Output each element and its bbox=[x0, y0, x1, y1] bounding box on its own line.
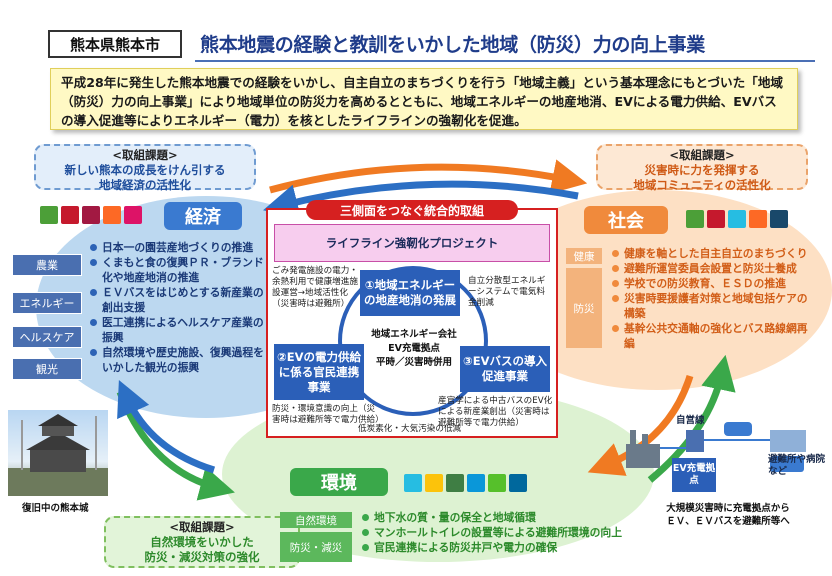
economy-category-energy: エネルギー bbox=[12, 292, 82, 314]
environment-category-nature: 自然環境 bbox=[280, 512, 352, 528]
list-item: 健康を軸とした自主自立のまちづくり bbox=[612, 246, 808, 261]
environment-issue-box: <取組課題> 自然環境をいかした 防災・減災対策の強化 bbox=[104, 516, 300, 568]
list-item: ＥＶバスをはじめとする新産業の創出支援 bbox=[90, 285, 266, 315]
economy-sdg-icons bbox=[40, 206, 142, 224]
sdg-icon bbox=[61, 206, 79, 224]
title-underline bbox=[195, 60, 815, 62]
center-core-text: 地域エネルギー会社 EV充電拠点 平時／災害時併用 bbox=[358, 328, 470, 374]
sdg-icon bbox=[404, 474, 422, 492]
city-tag: 熊本県熊本市 bbox=[48, 30, 182, 58]
core-line: EV充電拠点 bbox=[388, 343, 440, 354]
list-item: 災害時要援護者対策と地域包括ケアの構築 bbox=[612, 291, 808, 321]
society-sdg-icons bbox=[686, 210, 788, 228]
ev-station-label: EV充電拠点 bbox=[672, 458, 716, 492]
kumamoto-castle-photo bbox=[8, 410, 108, 496]
sdg-icon bbox=[509, 474, 527, 492]
arrow-economy-to-society bbox=[269, 159, 588, 194]
page-title: 熊本地震の経験と教訓をいかした地域（防災）力の向上事業 bbox=[200, 34, 705, 56]
integrated-initiative-banner: 三側面をつなぐ統合的取組 bbox=[306, 200, 518, 220]
ev-infrastructure-illustration bbox=[626, 422, 806, 472]
arrow-environment-to-society bbox=[647, 354, 736, 483]
list-item: 日本一の園芸産地づくりの推進 bbox=[90, 240, 266, 255]
sdg-icon bbox=[425, 474, 443, 492]
sdg-icon bbox=[446, 474, 464, 492]
ev-bus-icon bbox=[770, 456, 804, 472]
lifeline-project-title: ライフライン強靭化プロジェクト bbox=[274, 224, 550, 262]
issue-line: 災害時に力を発揮する bbox=[644, 163, 760, 177]
issue-line: 地域経済の活性化 bbox=[99, 178, 191, 192]
society-category-disaster: 防災 bbox=[566, 268, 602, 348]
arrow-environment-to-economy bbox=[117, 380, 216, 474]
issue-line: 防災・減災対策の強化 bbox=[144, 550, 260, 564]
sdg-icon bbox=[82, 206, 100, 224]
sdg-icon bbox=[770, 210, 788, 228]
list-item: くまもと食の復興ＰＲ・ブランド化や地産地消の推進 bbox=[90, 255, 266, 285]
economy-label: 経済 bbox=[164, 202, 242, 230]
sdg-icon bbox=[40, 206, 58, 224]
issue-line: 自然環境をいかした bbox=[150, 535, 254, 549]
society-list: 健康を軸とした自主自立のまちづくり 避難所運営委員会設置と防災士養成 学校での防… bbox=[612, 246, 808, 351]
note-low-carbon: 低炭素化・大気汚染の低減 bbox=[358, 424, 462, 434]
list-item: 避難所運営委員会設置と防災士養成 bbox=[612, 261, 808, 276]
economy-list: 日本一の園芸産地づくりの推進 くまもと食の復興ＰＲ・ブランド化や地産地消の推進 … bbox=[90, 240, 266, 375]
sdg-icon bbox=[103, 206, 121, 224]
photo-caption: 復旧中の熊本城 bbox=[22, 503, 89, 514]
environment-category-disaster-reduction: 防災・減災 bbox=[280, 532, 352, 562]
issue-heading: <取組課題> bbox=[669, 148, 735, 162]
sdg-icon bbox=[707, 210, 725, 228]
sdg-icon bbox=[749, 210, 767, 228]
society-label: 社会 bbox=[584, 206, 668, 234]
note-distributed-energy: 自立分散型エネルギーシステムで電気料金削減 bbox=[468, 276, 546, 308]
factory-icon bbox=[626, 444, 660, 468]
economy-category-tourism: 観光 bbox=[12, 358, 82, 380]
caption-line: 大規模災害時に充電拠点から bbox=[666, 503, 790, 514]
arrow-society-to-economy bbox=[263, 180, 579, 219]
sdg-icon bbox=[728, 210, 746, 228]
environment-label: 環境 bbox=[290, 468, 388, 496]
sdg-icon bbox=[467, 474, 485, 492]
note-waste-power: ごみ発電施設の電力・余熱利用で健康増進施設運営→地域活性化（災害時は避難所） bbox=[272, 266, 358, 309]
economy-issue-box: <取組課題> 新しい熊本の成長をけん引する 地域経済の活性化 bbox=[34, 144, 256, 192]
list-item: マンホールトイレの設置等による避難所環境の向上 bbox=[362, 525, 642, 540]
building-icon bbox=[770, 430, 806, 452]
infra-caption: 大規模災害時に充電拠点から ＥＶ、ＥＶバスを避難所等へ bbox=[632, 502, 824, 528]
self-power-line-label: 自営線 bbox=[676, 415, 705, 426]
list-item: 官民連携による防災井戸や電力の確保 bbox=[362, 540, 642, 555]
sdg-icon bbox=[488, 474, 506, 492]
list-item: 医工連携によるヘルスケア産業の振興 bbox=[90, 315, 266, 345]
economy-category-healthcare: ヘルスケア bbox=[12, 326, 82, 348]
initiative-tile-1: ①地域エネルギーの地産地消の発展 bbox=[360, 270, 460, 316]
list-item: 自然環境や歴史施設、復興過程をいかした観光の振興 bbox=[90, 345, 266, 375]
issue-line: 地域コミュニティの活性化 bbox=[633, 178, 771, 192]
sdg-icon bbox=[686, 210, 704, 228]
charger-icon bbox=[686, 430, 704, 452]
core-line: 平時／災害時併用 bbox=[375, 357, 452, 368]
caption-line: ＥＶ、ＥＶバスを避難所等へ bbox=[666, 516, 790, 527]
ev-car-icon bbox=[724, 422, 752, 436]
list-item: 地下水の質・量の保全と地域循環 bbox=[362, 510, 642, 525]
society-issue-box: <取組課題> 災害時に力を発揮する 地域コミュニティの活性化 bbox=[596, 144, 808, 192]
sdg-icon bbox=[124, 206, 142, 224]
issue-line: 新しい熊本の成長をけん引する bbox=[64, 163, 226, 177]
note-awareness: 防災・環境意識の向上（災害時は避難所等で電力供給） bbox=[272, 404, 384, 425]
issue-heading: <取組課題> bbox=[169, 520, 235, 534]
list-item: 学校での防災教育、ＥＳＤの推進 bbox=[612, 276, 808, 291]
note-ev-bus: 産官学による中古バスのEV化による新産業創出（災害時は避難所等で電力供給） bbox=[438, 396, 553, 428]
environment-sdg-icons bbox=[404, 474, 527, 492]
issue-heading: <取組課題> bbox=[112, 148, 178, 162]
society-category-health: 健康 bbox=[566, 248, 602, 264]
intro-summary: 平成28年に発生した熊本地震での経験をいかし、自主自立のまちづくりを行う「地域主… bbox=[50, 68, 798, 130]
core-line: 地域エネルギー会社 bbox=[371, 329, 457, 340]
initiative-tile-3: ③EVバスの導入促進事業 bbox=[460, 346, 550, 392]
initiative-tile-2: ②EVの電力供給に係る官民連携事業 bbox=[274, 344, 364, 400]
list-item: 基幹公共交通軸の強化とバス路線網再編 bbox=[612, 321, 808, 351]
arrow-society-to-environment bbox=[587, 374, 694, 476]
economy-category-agriculture: 農業 bbox=[12, 254, 82, 276]
environment-list: 地下水の質・量の保全と地域循環 マンホールトイレの設置等による避難所環境の向上 … bbox=[362, 510, 642, 555]
shelter-label: 避難所や病院など bbox=[768, 454, 826, 477]
